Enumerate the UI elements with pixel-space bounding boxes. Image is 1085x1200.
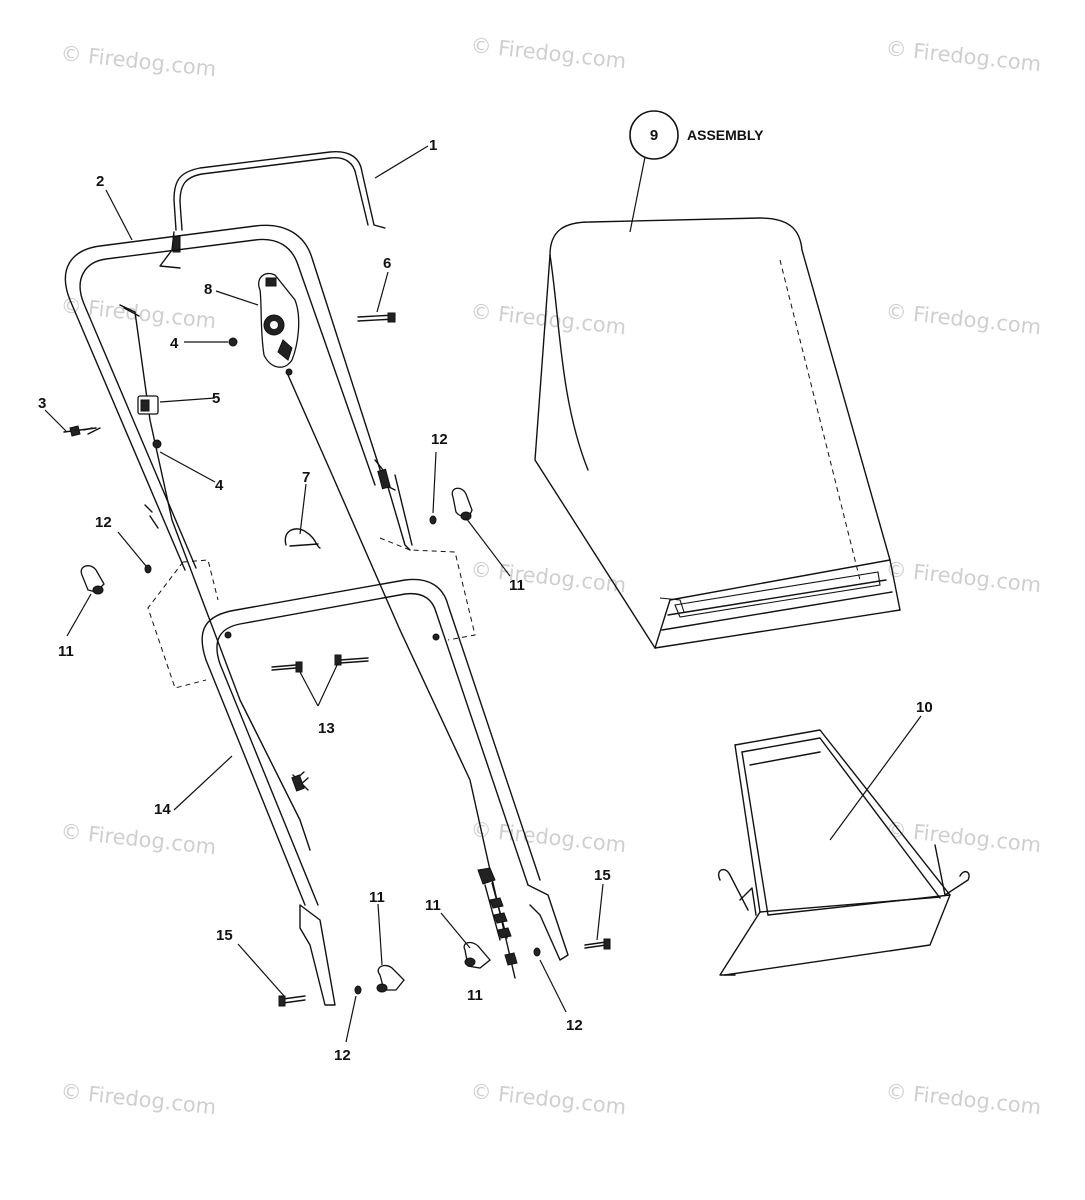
- watermark: © Firedog.com: [59, 819, 217, 859]
- callout-12: 12: [334, 1047, 351, 1064]
- callout-6: 6: [383, 255, 391, 272]
- assembly-label: ASSEMBLY: [687, 127, 764, 143]
- carriage-bolt-parts: [278, 938, 611, 1007]
- assembly-callout: 9 ASSEMBLY: [629, 110, 764, 160]
- watermark: © Firedog.com: [469, 557, 627, 597]
- leader-lines: [44, 145, 922, 1043]
- control-cables: [119, 304, 516, 979]
- callout-11: 11: [425, 897, 441, 914]
- washer-parts: [144, 515, 541, 995]
- bag-frame-part: [718, 729, 970, 976]
- cable-tie-part: [63, 425, 101, 437]
- callout-5: 5: [212, 390, 220, 407]
- watermark-layer: © Firedog.com © Firedog.com © Firedog.co…: [59, 33, 1042, 1119]
- spring-clip-part: [284, 528, 321, 549]
- callout-15: 15: [594, 867, 611, 884]
- callout-4: 4: [215, 477, 224, 494]
- bail-bar-part: [159, 151, 386, 269]
- watermark: © Firedog.com: [884, 557, 1042, 597]
- watermark: © Firedog.com: [884, 36, 1042, 76]
- grass-bag-part: [534, 217, 901, 649]
- callout-1: 1: [429, 137, 437, 154]
- callout-labels: 1 2 3 4 4 5 6 7 8 10 11 11 11 11 11 12 1…: [38, 137, 933, 1064]
- alignment-outlines: [147, 537, 476, 689]
- bolt-parts: [271, 654, 369, 673]
- callout-7: 7: [302, 469, 310, 486]
- callout-10: 10: [916, 699, 933, 716]
- callout-4: 4: [170, 335, 179, 352]
- assembly-number: 9: [650, 127, 658, 144]
- callout-12: 12: [95, 514, 112, 531]
- cable-springs: [291, 771, 518, 966]
- cable-clip-part: [137, 395, 159, 415]
- watermark: © Firedog.com: [884, 817, 1042, 857]
- watermark: © Firedog.com: [469, 299, 627, 339]
- callout-8: 8: [204, 281, 212, 298]
- nut-parts: [152, 337, 238, 449]
- watermark: © Firedog.com: [59, 1079, 217, 1119]
- watermark: © Firedog.com: [469, 33, 627, 73]
- callout-14: 14: [154, 801, 171, 818]
- callout-12: 12: [566, 1017, 583, 1034]
- callout-11: 11: [467, 987, 483, 1004]
- callout-12: 12: [431, 431, 448, 448]
- callout-13: 13: [318, 720, 335, 737]
- callout-3: 3: [38, 395, 46, 412]
- watermark: © Firedog.com: [469, 817, 627, 857]
- wing-knob-parts: [80, 487, 491, 993]
- callout-15: 15: [216, 927, 233, 944]
- watermark: © Firedog.com: [884, 1079, 1042, 1119]
- callout-11: 11: [58, 643, 74, 660]
- pin-part: [357, 312, 396, 323]
- upper-handle-part: [64, 224, 413, 571]
- callout-2: 2: [96, 173, 104, 190]
- watermark: © Firedog.com: [884, 299, 1042, 339]
- watermark: © Firedog.com: [59, 41, 217, 81]
- callout-11: 11: [369, 889, 385, 906]
- lower-handle-part: [201, 578, 569, 1006]
- callout-11: 11: [509, 577, 525, 594]
- watermark: © Firedog.com: [469, 1079, 627, 1119]
- brake-bracket-part: [258, 272, 300, 376]
- watermark: © Firedog.com: [59, 293, 217, 333]
